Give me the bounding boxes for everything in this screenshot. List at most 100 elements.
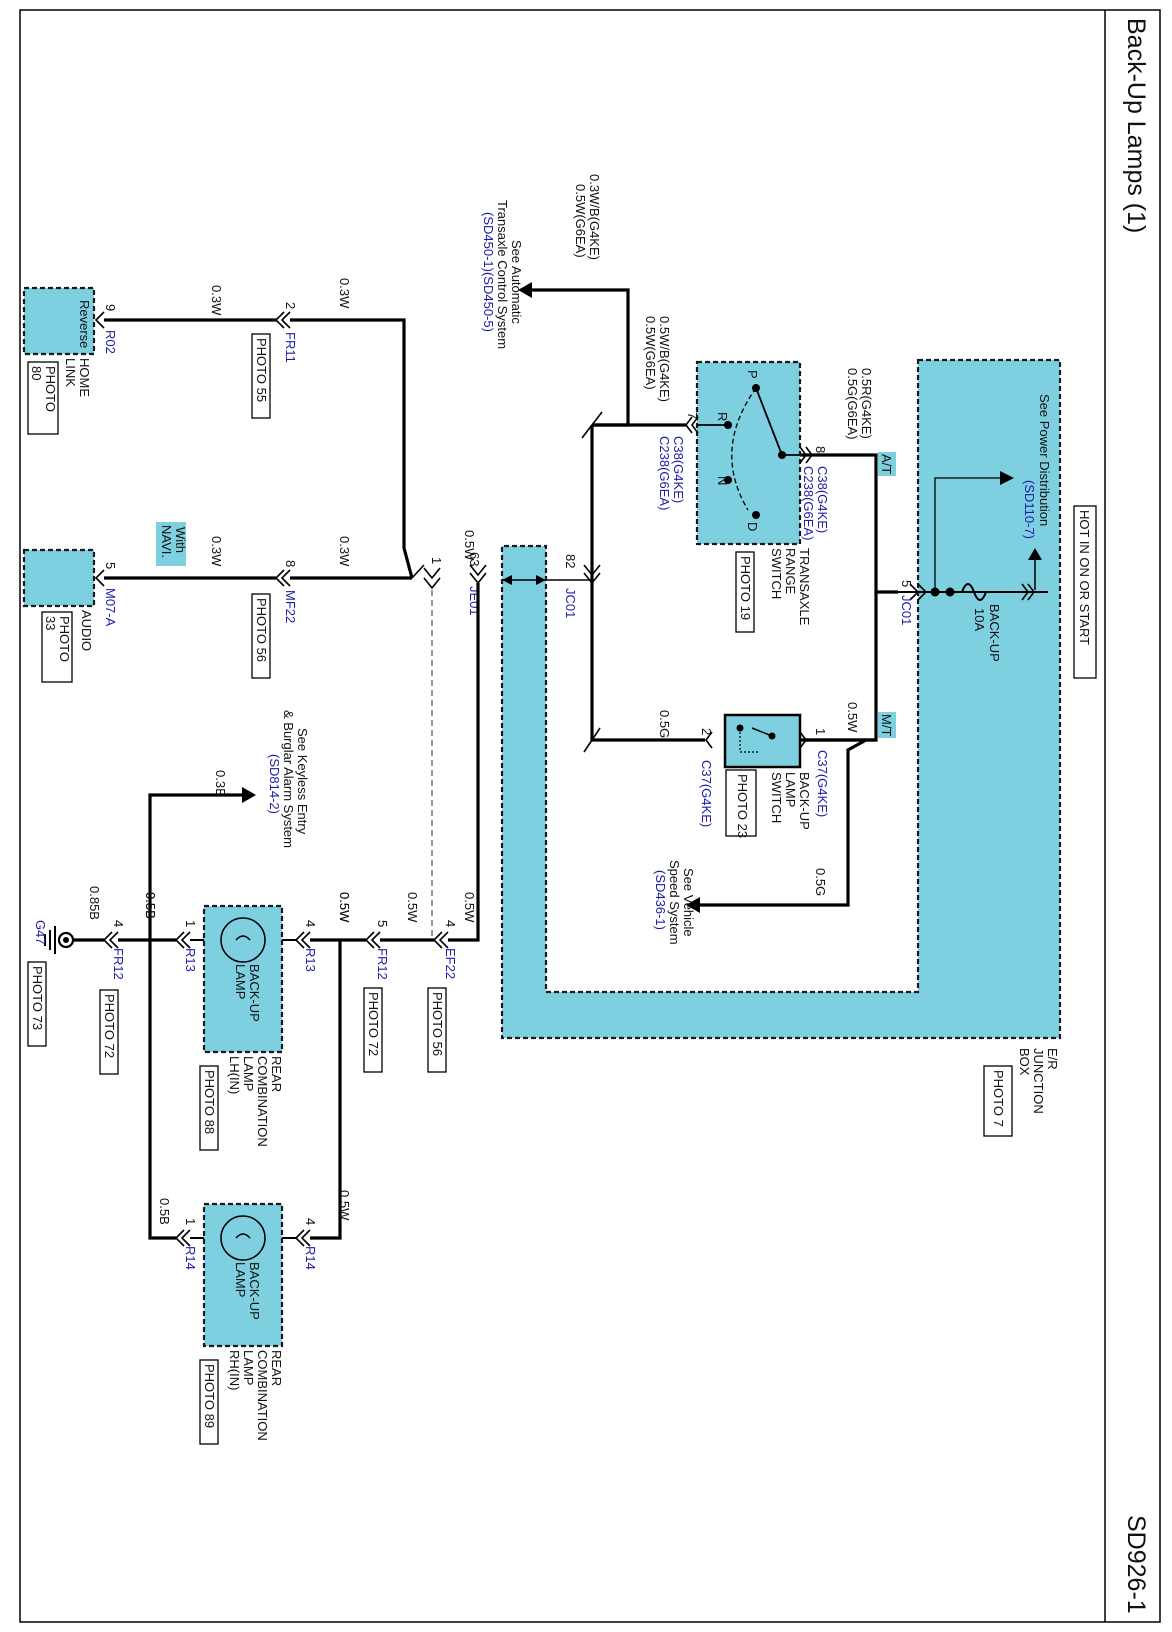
fr12-lower-photo: PHOTO 72 bbox=[102, 994, 117, 1058]
mf22-to-fr11-wire bbox=[290, 318, 414, 579]
mt-tag-box bbox=[878, 712, 896, 738]
lamp-lh-filament bbox=[235, 935, 251, 941]
jc01-to-at-wire bbox=[800, 453, 898, 594]
je01-conn: JE01 bbox=[467, 586, 482, 616]
bls-photo-box bbox=[725, 769, 757, 837]
fr12-to-lamps-wire bbox=[310, 938, 366, 1240]
jb-photo-box bbox=[983, 1065, 1013, 1137]
page-code: SD926-1 bbox=[1122, 1515, 1150, 1614]
lamp-lh-conn-gnd: R13 bbox=[183, 948, 198, 972]
home-link-photo-2: 80 bbox=[29, 366, 44, 380]
je01-wire: 0.5W bbox=[462, 530, 477, 561]
vss-wire-label: 0.5G bbox=[813, 868, 828, 896]
fuse-node-a bbox=[930, 587, 940, 597]
home-link-line-2: LINK bbox=[63, 358, 78, 387]
ground-photo: PHOTO 73 bbox=[30, 966, 45, 1030]
pin8-connector bbox=[799, 446, 813, 464]
vss-wire bbox=[700, 738, 867, 907]
fr12-upper-conn: FR12 bbox=[375, 948, 390, 980]
je01-bus-arrow-icon bbox=[536, 575, 546, 585]
home-link-inner: Reverse bbox=[77, 300, 92, 348]
ground-eyelet-dot bbox=[63, 937, 69, 943]
at-tag-box bbox=[878, 452, 896, 476]
pos-p-node bbox=[752, 384, 760, 392]
ef22-wire-lower: 0.5W bbox=[405, 892, 420, 923]
audio-name: AUDIO bbox=[79, 610, 94, 651]
home-link-photo-box bbox=[27, 361, 59, 435]
je01-pin: 63 bbox=[467, 552, 482, 566]
jc01-lower-wire bbox=[590, 425, 705, 742]
pos-p: P bbox=[745, 370, 760, 379]
atcs-wire-1: 0.3W/B(G4KE) bbox=[587, 174, 602, 260]
pin7-conn-1: C38(G4KE) bbox=[671, 436, 686, 503]
bls-line-3: SWITCH bbox=[769, 772, 784, 823]
bls-conn-out: C37(G4KE) bbox=[699, 760, 714, 827]
jc01-bus-arrow-icon bbox=[502, 575, 512, 585]
lamp-lh-line-2: COMBINATION bbox=[255, 1056, 270, 1147]
home-link-pin: 9 bbox=[103, 304, 118, 311]
fr11-wire-upper: 0.3W bbox=[337, 278, 352, 309]
lamp-rh-in-connector bbox=[294, 1229, 311, 1247]
pos-n: N bbox=[715, 476, 730, 485]
pin8-label: 8 bbox=[813, 446, 828, 453]
lamp-lh-inner-2: LAMP bbox=[233, 964, 248, 999]
supply-label-box bbox=[1073, 505, 1097, 679]
audio-module bbox=[22, 548, 96, 608]
mf22-photo-box bbox=[251, 593, 271, 679]
at-tag: A/T bbox=[879, 454, 894, 474]
jb-line-2: JUNCTION bbox=[1031, 1048, 1046, 1114]
page-frame bbox=[19, 9, 1161, 1623]
jc01-lower-pin: 82 bbox=[563, 554, 578, 568]
supply-label: HOT IN ON OR START bbox=[1077, 510, 1092, 645]
bls-wire-out: 0.5G bbox=[657, 710, 672, 738]
fr12-upper-photo: PHOTO 72 bbox=[366, 992, 381, 1056]
audio-photo-1: PHOTO bbox=[57, 616, 72, 662]
ef22-wire-upper: 0.5W bbox=[462, 892, 477, 923]
power-ref: See Power Distribution bbox=[1037, 394, 1052, 526]
gnd-wire-0-5b: 0.5B bbox=[143, 892, 158, 919]
fuse-node-b bbox=[945, 587, 955, 597]
lamp-rh-inner-2: LAMP bbox=[233, 1262, 248, 1297]
home-link-photo-1: PHOTO bbox=[43, 366, 58, 412]
jc01-upper-conn: JC01 bbox=[899, 595, 914, 625]
fuse-icon bbox=[961, 583, 987, 601]
ef22-photo-box bbox=[427, 987, 447, 1073]
lamp-rh-bulb-icon bbox=[220, 1215, 266, 1261]
lamp-lh-line-1: REAR bbox=[269, 1056, 284, 1092]
bls-pin2-connector bbox=[705, 731, 713, 749]
tr-switch-photo-box bbox=[735, 551, 755, 633]
pin8-conn-1: C38(G4KE) bbox=[815, 466, 830, 533]
lamp-rh-line-3: LAMP bbox=[241, 1350, 256, 1385]
bls-conn-in: C37(G4KE) bbox=[815, 750, 830, 817]
mf22-split bbox=[411, 564, 425, 579]
lamp-lh-pin-gnd: 1 bbox=[183, 920, 198, 927]
pin7-conn-2: C238(G6EA) bbox=[657, 436, 672, 510]
fr12-lower-photo-box bbox=[99, 989, 119, 1075]
pin7-label: 7 bbox=[685, 412, 700, 419]
transaxle-switch-arc bbox=[731, 387, 757, 511]
power-ref-code: (SD110-7) bbox=[1022, 480, 1037, 539]
lamp-lh-photo-box bbox=[199, 1065, 219, 1151]
backup-lamp-switch bbox=[723, 713, 802, 769]
lamp-lh-wire-in: 0.5W bbox=[337, 892, 352, 923]
nav-tag-box bbox=[156, 522, 186, 566]
fr12-lower-pin: 4 bbox=[111, 920, 126, 927]
keyless-wire bbox=[148, 793, 242, 940]
fr12-upper-photo-box bbox=[363, 987, 383, 1073]
home-link-module bbox=[22, 286, 96, 356]
mf22-pin8-connector bbox=[274, 569, 291, 587]
fr11-conn: FR11 bbox=[283, 332, 298, 363]
bls-blade bbox=[751, 727, 773, 737]
tr-switch-line-1: TRANSAXLE bbox=[797, 548, 812, 626]
vss-arrow-icon bbox=[686, 897, 700, 913]
tr-switch-line-3: SWITCH bbox=[769, 548, 784, 599]
fr12-upper-connector bbox=[364, 931, 381, 949]
fr12-lower-connector bbox=[102, 931, 119, 949]
lamp-rh-line-2: COMBINATION bbox=[255, 1350, 270, 1441]
ground-name: G47 bbox=[33, 920, 48, 945]
tr-switch-photo: PHOTO 19 bbox=[738, 556, 753, 620]
bls-line-2: LAMP bbox=[783, 772, 798, 807]
bls-photo-1: PHOTO 23 bbox=[735, 774, 750, 838]
lamp-rh-line-4: RH(IN) bbox=[227, 1350, 242, 1390]
lamp-lh-conn-in: R13 bbox=[303, 948, 318, 972]
